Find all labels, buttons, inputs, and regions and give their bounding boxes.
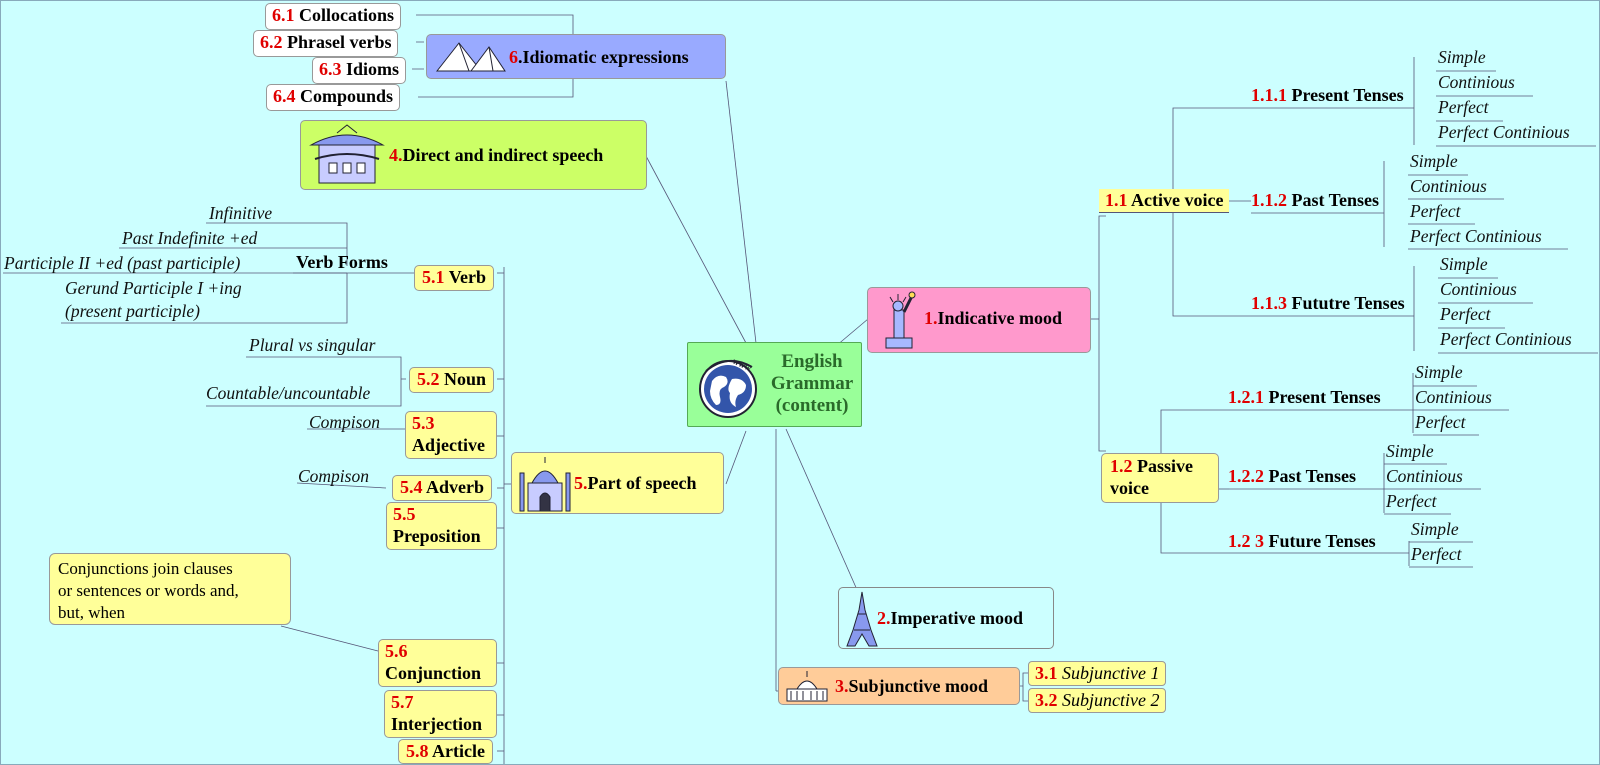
leaf-participle-ii: Participle II +ed (past participle) — [4, 253, 241, 273]
node-verb-forms: Verb Forms — [296, 252, 388, 272]
node-1-2-3-future[interactable]: 1.2 3 Future Tenses — [1228, 531, 1376, 551]
leaf-plural-singular: Plural vs singular — [249, 335, 376, 355]
node-verb[interactable]: 5.1 Verb — [414, 265, 495, 291]
node-imperative-mood[interactable]: 2.Imperative mood — [838, 587, 1054, 649]
node-conjunction[interactable]: 5.6 Conjunction — [378, 639, 497, 687]
taj-mahal-icon — [519, 457, 571, 512]
conjunction-note: Conjunctions join clauses or sentences o… — [49, 553, 291, 625]
leaf-1-1-3-2: Perfect — [1440, 304, 1491, 324]
node-subjunctive-2[interactable]: 3.2 Subjunctive 2 — [1028, 688, 1167, 713]
leaf-past-indefinite: Past Indefinite +ed — [122, 228, 258, 248]
node-preposition[interactable]: 5.5 Preposition — [386, 502, 497, 550]
center-node[interactable]: www English Grammar (content) — [687, 342, 862, 427]
leaf-1-1-2-2: Perfect — [1410, 201, 1461, 221]
node-subjunctive-mood[interactable]: 3.Subjunctive mood — [778, 667, 1020, 705]
eiffel-tower-icon — [846, 591, 878, 647]
leaf-countable: Countable/uncountable — [206, 383, 371, 403]
node-indicative-mood[interactable]: 1.Indicative mood — [867, 287, 1091, 353]
leaf-1-2-2-0: Simple — [1386, 441, 1434, 461]
node-idioms[interactable]: 6.3 Idioms — [312, 57, 407, 84]
node-1-1-2-past[interactable]: 1.1.2 Past Tenses — [1251, 190, 1380, 210]
leaf-gerund-2: (present participle) — [65, 301, 200, 321]
node-active-voice[interactable]: 1.1 Active voice — [1099, 189, 1230, 213]
leaf-1-2-2-2: Perfect — [1386, 491, 1437, 511]
leaf-1-2-2-1: Continious — [1386, 466, 1463, 486]
leaf-1-1-3-0: Simple — [1440, 254, 1488, 274]
center-title: English Grammar (content) — [770, 351, 854, 416]
node-idiomatic-expressions[interactable]: 6.Idiomatic expressions — [426, 34, 726, 79]
node-phrasal-verbs[interactable]: 6.2 Phrasel verbs — [253, 30, 399, 57]
capitol-building-icon — [786, 671, 828, 702]
statue-of-liberty-icon — [885, 291, 916, 349]
pyramids-icon — [435, 42, 506, 72]
node-1-1-1-present[interactable]: 1.1.1 Present Tenses — [1251, 85, 1404, 105]
leaf-1-1-3-1: Continious — [1440, 279, 1517, 299]
node-adjective[interactable]: 5.3 Adjective — [405, 411, 497, 459]
leaf-adjective-comparison: Compison — [309, 412, 380, 432]
leaf-1-1-1-3: Perfect Continious — [1438, 122, 1570, 142]
node-noun[interactable]: 5.2 Noun — [409, 367, 495, 393]
leaf-1-2-3-1: Perfect — [1411, 544, 1462, 564]
node-subjunctive-1[interactable]: 3.1 Subjunctive 1 — [1028, 661, 1167, 686]
leaf-1-2-1-1: Continious — [1415, 387, 1492, 407]
leaf-1-1-1-0: Simple — [1438, 47, 1486, 67]
leaf-1-1-3-3: Perfect Continious — [1440, 329, 1572, 349]
leaf-1-1-1-1: Continious — [1438, 72, 1515, 92]
node-interjection[interactable]: 5.7 Interjection — [384, 690, 497, 738]
leaf-1-1-2-1: Continious — [1410, 176, 1487, 196]
leaf-infinitive: Infinitive — [209, 203, 273, 223]
leaf-gerund: Gerund Participle I +ing — [65, 278, 242, 298]
node-collocations[interactable]: 6.1 Collocations — [265, 3, 402, 30]
leaf-adverb-comparison: Compison — [298, 466, 369, 486]
node-compounds[interactable]: 6.4 Compounds — [266, 84, 401, 111]
globe-icon: www — [699, 356, 757, 418]
node-adverb[interactable]: 5.4 Adverb — [392, 475, 493, 501]
node-1-1-3-future[interactable]: 1.1.3 Fututre Tenses — [1251, 293, 1405, 313]
leaf-1-2-3-0: Simple — [1411, 519, 1459, 539]
node-article[interactable]: 5.8 Article — [398, 739, 493, 764]
node-part-of-speech[interactable]: 5.Part of speech — [511, 452, 724, 514]
leaf-1-1-1-2: Perfect — [1438, 97, 1489, 117]
pagoda-icon — [309, 124, 385, 184]
node-passive-voice[interactable]: 1.2 Passive voice — [1101, 453, 1219, 503]
leaf-1-1-2-0: Simple — [1410, 151, 1458, 171]
leaf-1-2-1-0: Simple — [1415, 362, 1463, 382]
leaf-1-1-2-3: Perfect Continious — [1410, 226, 1542, 246]
leaf-1-2-1-2: Perfect — [1415, 412, 1466, 432]
node-direct-indirect-speech[interactable]: 4.Direct and indirect speech — [300, 120, 647, 190]
node-1-2-2-past[interactable]: 1.2.2 Past Tenses — [1228, 466, 1357, 486]
node-1-2-1-present[interactable]: 1.2.1 Present Tenses — [1228, 387, 1381, 407]
